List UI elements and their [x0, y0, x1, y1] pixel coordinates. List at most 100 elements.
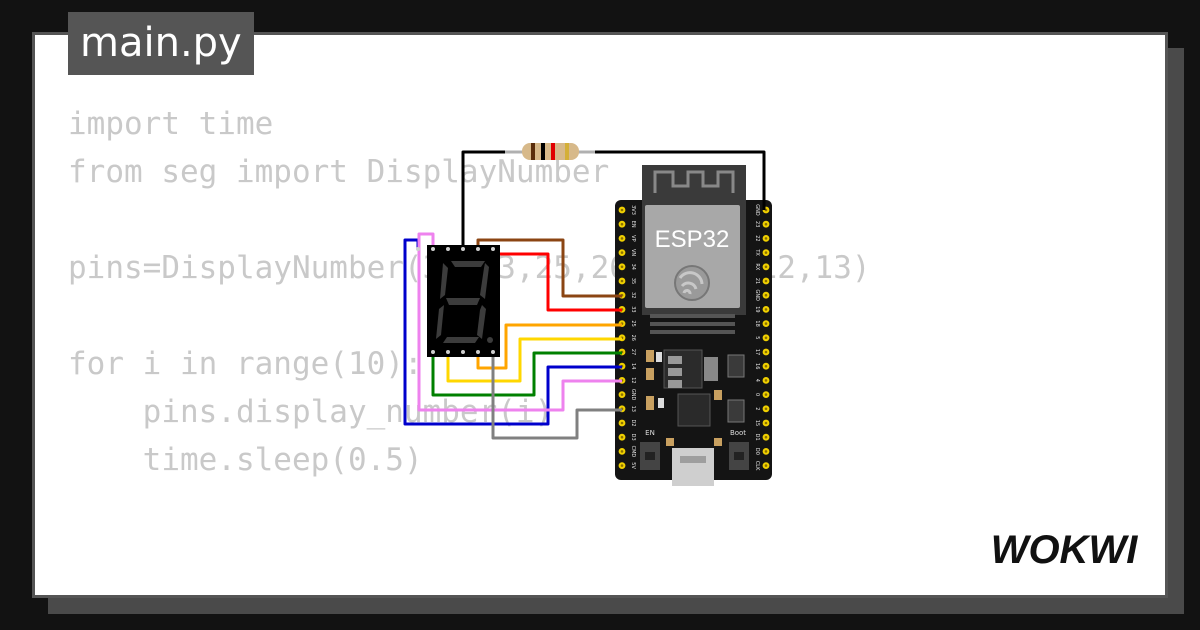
pin-hole: [620, 393, 624, 396]
pin-hole: [764, 464, 768, 467]
left-pin-label: 5V: [630, 462, 636, 469]
pin-hole: [620, 464, 624, 467]
antenna-trace: [653, 170, 735, 193]
left-pin-label: 35: [630, 278, 636, 284]
left-pin-label: 12: [630, 377, 636, 383]
left-pin-label: VP: [630, 235, 636, 241]
wire-violet[interactable]: [417, 232, 622, 412]
pin-hole: [764, 222, 768, 226]
pin-hole: [620, 208, 624, 212]
display-pins: [416, 247, 495, 354]
code-line-8: time.sleep(0.5): [68, 442, 423, 478]
pin-hole: [764, 251, 768, 254]
right-pin-label: D0: [754, 448, 760, 455]
right-pin-label: 21: [754, 278, 760, 284]
module-pads: [650, 314, 735, 334]
right-pin-label: 22: [754, 235, 760, 241]
code-line-6: for i in range(10):: [68, 346, 423, 382]
left-pin-label: 13: [630, 406, 636, 412]
left-pin-header: 3V3ENVPVN343532332526271412GND13D2D3CMD5…: [618, 205, 636, 469]
pin-hole: [764, 379, 768, 382]
left-pin-label: 3V3: [630, 205, 636, 215]
right-pin-label: 17: [754, 349, 760, 355]
wire-black-to-gnd[interactable]: [577, 150, 766, 210]
left-pin-label: EN: [630, 221, 636, 228]
left-pin-label: 32: [630, 292, 636, 298]
right-pin-label: GND: [754, 289, 760, 301]
pin-hole: [764, 364, 768, 368]
left-pin-label: 14: [630, 363, 636, 369]
wire-green[interactable]: [431, 351, 622, 397]
pin-hole: [620, 435, 624, 439]
pin-hole: [764, 407, 768, 411]
wokwi-logo-text: WOKWI: [991, 528, 1139, 572]
pin-hole: [764, 322, 768, 325]
usb-port[interactable]: [672, 448, 714, 486]
file-tab-main-py[interactable]: main.py: [68, 12, 254, 75]
pin-hole: [764, 435, 768, 439]
right-pin-label: GND: [754, 204, 760, 216]
left-pin-label: 25: [630, 320, 636, 326]
project-canvas: [32, 32, 1168, 598]
wire-black-to-resistor[interactable]: [461, 150, 524, 249]
display-segments: [436, 261, 493, 343]
left-pin-label: 33: [630, 306, 636, 312]
wires: [403, 150, 766, 440]
resistor[interactable]: [505, 143, 595, 160]
pin-hole: [764, 265, 768, 269]
left-pin-label: 34: [630, 264, 636, 270]
left-pin-label: GND: [630, 389, 636, 401]
wire-red[interactable]: [491, 249, 622, 312]
pin-hole: [764, 308, 768, 311]
pin-hole: [764, 336, 768, 340]
right-pin-label: 19: [754, 306, 760, 312]
seven-segment-display[interactable]: [416, 245, 500, 357]
boot-button[interactable]: [729, 442, 749, 470]
wire-yellow[interactable]: [446, 337, 622, 383]
right-pin-label: 4: [754, 379, 760, 382]
wokwi-logo[interactable]: WOKWI: [978, 525, 1150, 575]
wire-gray[interactable]: [491, 352, 622, 440]
esp32-shield: [645, 205, 740, 308]
chip-label: ESP32: [655, 226, 730, 253]
left-pin-label: 27: [630, 349, 636, 355]
right-pin-label: 16: [754, 363, 760, 369]
wire-orange[interactable]: [476, 323, 622, 370]
board-components: [646, 349, 745, 446]
pin-hole: [620, 279, 624, 283]
pin-hole: [620, 421, 624, 425]
esp32-board[interactable]: ESP32 EN: [615, 165, 772, 486]
pin-hole: [620, 222, 624, 226]
code-line-1: import time: [68, 106, 274, 142]
right-pin-label: RX: [754, 263, 760, 270]
right-pin-label: CLK: [754, 461, 760, 471]
pin-hole: [764, 237, 768, 240]
right-pin-label: 2: [754, 407, 760, 410]
right-pin-label: D1: [754, 434, 760, 441]
right-pin-label: 5: [754, 336, 760, 339]
wire-brown[interactable]: [476, 238, 622, 298]
boot-button-label: Boot: [730, 429, 746, 437]
pin-hole: [764, 450, 768, 453]
pin-hole: [764, 350, 768, 354]
right-pin-label: 0: [754, 393, 760, 396]
right-pin-label: 15: [754, 420, 760, 426]
pin-hole: [764, 393, 768, 396]
left-pin-label: CMD: [630, 446, 636, 458]
pin-hole: [764, 279, 768, 283]
right-pin-label: 18: [754, 320, 760, 326]
pin-hole: [620, 251, 624, 254]
espressif-logo-icon: [674, 265, 710, 301]
pin-hole: [620, 265, 624, 269]
right-pin-label: TX: [754, 248, 760, 256]
en-button[interactable]: [640, 442, 660, 470]
left-pin-label: VN: [630, 249, 636, 256]
pin-hole: [620, 237, 624, 240]
left-pin-label: 26: [630, 335, 636, 341]
pin-hole: [620, 450, 624, 453]
pin-hole: [764, 293, 768, 297]
left-pin-label: D2: [630, 419, 636, 426]
right-pin-label: 23: [754, 221, 760, 227]
